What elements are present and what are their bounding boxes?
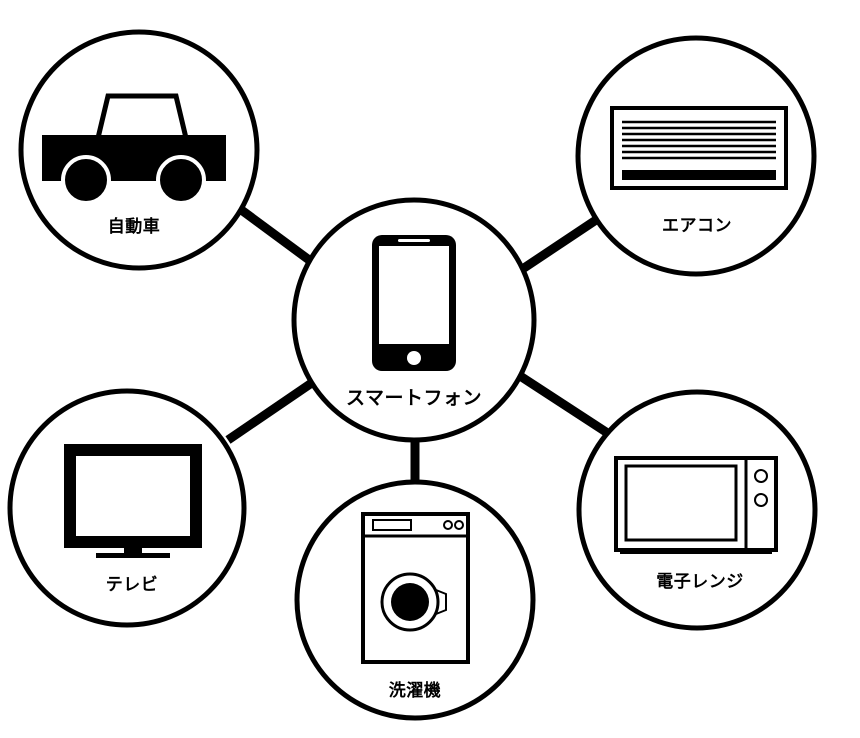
air-conditioner-icon <box>610 106 788 190</box>
aircon-node-label: エアコン <box>662 216 732 236</box>
microwave-node-circle <box>576 389 818 631</box>
aircon-node-circle <box>575 35 817 277</box>
connector-aircon <box>509 216 599 280</box>
car-icon <box>42 93 226 205</box>
washing-machine-icon <box>361 512 470 664</box>
microwave-icon <box>614 456 778 554</box>
car-node-label: 自動車 <box>107 217 161 237</box>
tv-node-label: テレビ <box>105 575 159 595</box>
connector-tv <box>225 376 319 444</box>
smartphone-icon <box>372 235 456 371</box>
microwave-node-label: 電子レンジ <box>656 572 744 592</box>
connector-microwave <box>511 368 609 436</box>
connector-car <box>233 202 323 272</box>
washer-node-label: 洗濯機 <box>388 681 442 701</box>
television-icon <box>64 444 202 558</box>
center-node-label: スマートフォン <box>346 387 482 409</box>
